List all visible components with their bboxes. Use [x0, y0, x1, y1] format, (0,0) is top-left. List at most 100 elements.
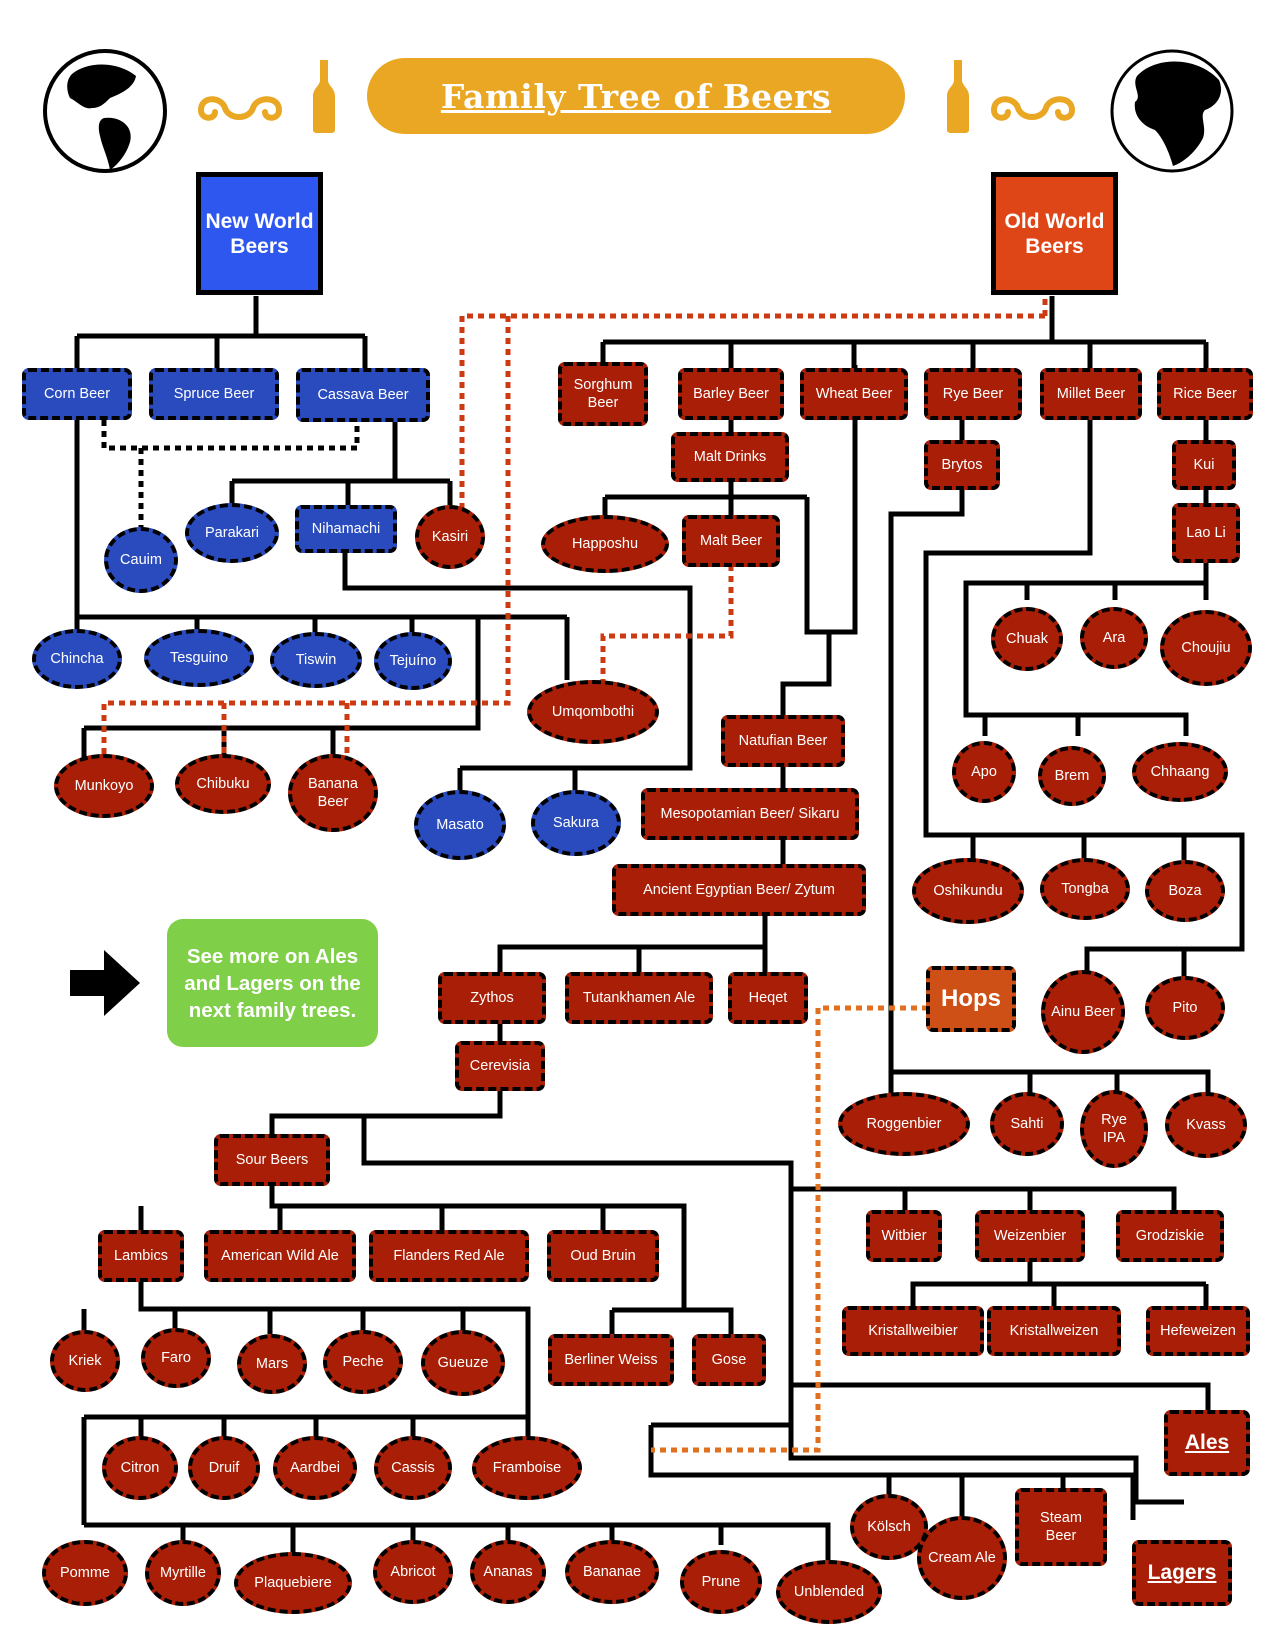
node-munkoyo: Munkoyo [54, 754, 154, 818]
node-cassava-beer: Cassava Beer [296, 368, 430, 422]
node-ainu-beer: Ainu Beer [1041, 970, 1125, 1054]
node-cerevisia: Cerevisia [455, 1041, 545, 1091]
node-rice-beer: Rice Beer [1157, 368, 1253, 420]
node-lagers: Lagers [1132, 1540, 1232, 1606]
node-aardbei: Aardbei [273, 1436, 357, 1500]
node-chibuku: Chibuku [175, 754, 271, 814]
node-mars: Mars [237, 1334, 307, 1394]
beer-bottle-icon [313, 60, 335, 133]
node-abricot: Abricot [373, 1540, 453, 1604]
node-malt-beer: Malt Beer [682, 515, 780, 567]
node-ananas: Ananas [470, 1540, 546, 1604]
node-chhaang: Chhaang [1132, 742, 1228, 802]
node-kristallweibier: Kristallweibier [842, 1306, 984, 1356]
node-gueuze: Gueuze [421, 1330, 505, 1396]
node-zythos: Zythos [438, 972, 546, 1024]
node-unblended: Unblended [776, 1560, 882, 1624]
node-druif: Druif [188, 1436, 260, 1500]
node-flanders-red-ale: Flanders Red Ale [369, 1230, 529, 1282]
node-natufian-beer: Natufian Beer [721, 715, 845, 767]
node-kvass: Kvass [1165, 1092, 1247, 1158]
node-happoshu: Happoshu [541, 515, 669, 573]
node-grodziskie: Grodziskie [1116, 1210, 1224, 1262]
node-cauim: Cauim [104, 527, 178, 593]
swirl-ornament-icon [198, 96, 283, 121]
title-banner: Family Tree of Beers [367, 58, 905, 134]
node-sahti: Sahti [990, 1092, 1064, 1156]
globe-europe-icon [1110, 49, 1234, 173]
node-peche: Peche [323, 1330, 403, 1394]
node-prune: Prune [680, 1550, 762, 1614]
swirl-ornament-icon [991, 96, 1076, 121]
node-bananae: Bananae [565, 1540, 659, 1604]
node-citron: Citron [102, 1436, 178, 1500]
new-world-root: New World Beers [196, 172, 323, 295]
old-world-root: Old World Beers [991, 172, 1118, 295]
node-rye-beer: Rye Beer [924, 368, 1022, 420]
node-tutankhamen-ale: Tutankhamen Ale [565, 972, 713, 1024]
node-american-wild-ale: American Wild Ale [204, 1230, 356, 1282]
globe-americas-icon [43, 49, 167, 173]
ales-lagers-callout: See more on Ales and Lagers on the next … [167, 919, 378, 1047]
node-kristallweizen: Kristallweizen [987, 1306, 1121, 1356]
node-oud-bruin: Oud Bruin [547, 1230, 659, 1282]
node-wheat-beer: Wheat Beer [800, 368, 908, 420]
node-spruce-beer: Spruce Beer [149, 368, 279, 420]
node-heqet: Heqet [728, 972, 808, 1024]
dotted-connectors-new-world [101, 420, 360, 530]
node-kui: Kui [1172, 440, 1236, 490]
dotted-connector-hops [651, 1005, 928, 1453]
node-ancient-egyptian-beer: Ancient Egyptian Beer/ Zytum [612, 864, 866, 916]
node-cream-ale: Cream Ale [917, 1516, 1007, 1600]
page-title: Family Tree of Beers [440, 76, 832, 116]
node-sour-beers: Sour Beers [214, 1134, 330, 1186]
node-sakura: Sakura [531, 790, 621, 856]
node-kriek: Kriek [50, 1330, 120, 1392]
node-parakari: Parakari [185, 503, 279, 563]
node-weizenbier: Weizenbier [975, 1210, 1085, 1262]
node-cassis: Cassis [374, 1436, 452, 1500]
node-lao-li: Lao Li [1172, 503, 1240, 563]
node-masato: Masato [414, 790, 506, 860]
node-umqombothi: Umqombothi [527, 680, 659, 744]
node-chincha: Chincha [32, 629, 122, 689]
node-tejuino: Tejuíno [374, 632, 452, 690]
node-malt-drinks: Malt Drinks [671, 432, 789, 482]
node-barley-beer: Barley Beer [678, 368, 784, 420]
node-corn-beer: Corn Beer [22, 368, 132, 420]
node-hefeweizen: Hefeweizen [1146, 1306, 1250, 1356]
node-myrtille: Myrtille [145, 1540, 221, 1606]
node-faro: Faro [141, 1328, 211, 1388]
node-millet-beer: Millet Beer [1040, 368, 1142, 420]
node-steam-beer: Steam Beer [1015, 1488, 1107, 1566]
node-sorghum-beer: Sorghum Beer [558, 362, 648, 426]
node-boza: Boza [1145, 860, 1225, 922]
node-rye-ipa: Rye IPA [1080, 1090, 1148, 1168]
node-lambics: Lambics [98, 1230, 184, 1282]
node-pito: Pito [1145, 976, 1225, 1040]
node-ara: Ara [1080, 607, 1148, 669]
dotted-connectors-old-world [101, 296, 1048, 760]
node-chuak: Chuak [991, 607, 1063, 671]
solid-connectors [74, 296, 1245, 1565]
arrow-right-icon [70, 950, 140, 1016]
node-apo: Apo [952, 741, 1016, 803]
node-brem: Brem [1038, 746, 1106, 806]
node-gose: Gose [692, 1334, 766, 1386]
node-tongba: Tongba [1040, 858, 1130, 920]
node-witbier: Witbier [866, 1210, 942, 1262]
node-kasiri: Kasiri [415, 505, 485, 569]
node-berliner-weiss: Berliner Weiss [548, 1334, 674, 1386]
node-tesguino: Tesguino [144, 629, 254, 687]
node-mesopotamian-beer: Mesopotamian Beer/ Sikaru [641, 788, 859, 840]
node-oshikundu: Oshikundu [912, 858, 1024, 924]
node-nihamachi: Nihamachi [295, 505, 397, 553]
node-hops: Hops [926, 966, 1016, 1032]
node-plaquebiere: Plaquebiere [234, 1552, 352, 1614]
node-kolsch: Kölsch [850, 1494, 928, 1560]
beer-bottle-icon [947, 60, 969, 133]
node-framboise: Framboise [472, 1436, 582, 1500]
node-roggenbier: Roggenbier [838, 1092, 970, 1156]
